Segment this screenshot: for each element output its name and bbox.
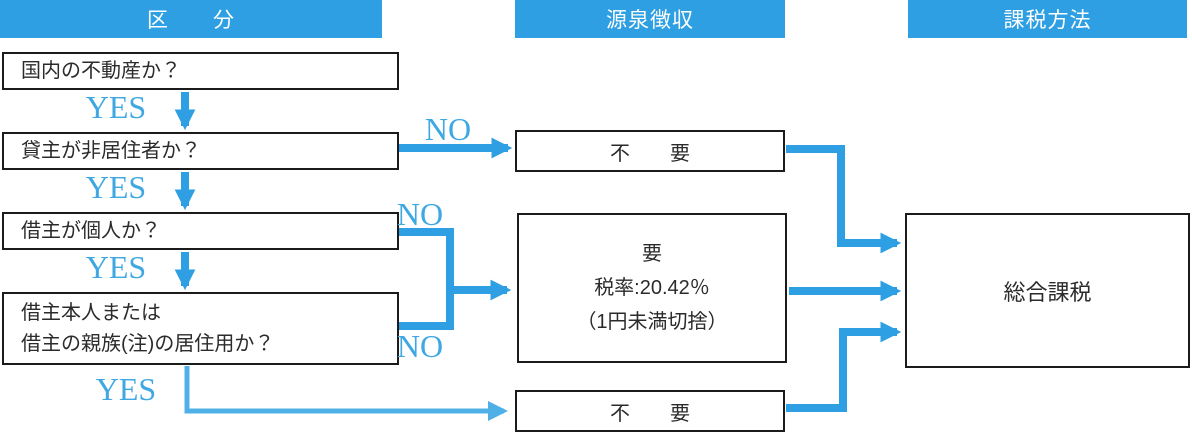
result-box-not-required-top: 不 要 bbox=[515, 130, 785, 172]
column-header-category-label: 区 分 bbox=[147, 9, 235, 32]
question-text: 借主が個人か？ bbox=[21, 219, 161, 242]
result-box-withholding-required: 要 税率:20.42％ （1円未満切捨） bbox=[517, 213, 787, 363]
column-header-withholding: 源泉徴収 bbox=[515, 0, 785, 38]
no-label-residential: NO bbox=[396, 328, 444, 364]
no-label-lessee: NO bbox=[396, 196, 444, 232]
arrow-yes-residential-to-not-required bbox=[184, 366, 508, 421]
result-box-comprehensive-taxation: 総合課税 bbox=[905, 213, 1190, 368]
question-text-line2: 借主の親族(注)の居住用か？ bbox=[21, 332, 275, 355]
question-text: 国内の不動産か？ bbox=[21, 59, 181, 82]
yes-label-lessor: YES bbox=[85, 169, 147, 205]
column-header-withholding-label: 源泉徴収 bbox=[606, 9, 694, 32]
result-text-line3: （1円未満切捨） bbox=[576, 311, 728, 333]
question-box-lessee-individual: 借主が個人か？ bbox=[2, 212, 399, 250]
column-header-taxation-method-label: 課税方法 bbox=[1003, 9, 1092, 32]
yes-label-residential: YES bbox=[95, 371, 157, 407]
result-text-line2: 税率:20.42％ bbox=[594, 277, 710, 299]
result-text: 総合課税 bbox=[1003, 279, 1092, 305]
arrow-not-required-bottom-to-taxation bbox=[786, 321, 902, 412]
result-text: 不 要 bbox=[610, 402, 690, 425]
result-text-line1: 要 bbox=[642, 243, 662, 265]
result-box-not-required-bottom: 不 要 bbox=[515, 390, 785, 432]
yes-label-domestic: YES bbox=[85, 89, 147, 125]
question-box-lessor-nonresident: 貸主が非居住者か？ bbox=[2, 132, 399, 170]
no-label-lessor: NO bbox=[424, 111, 472, 147]
question-text: 貸主が非居住者か？ bbox=[21, 139, 201, 162]
question-box-domestic-real-estate: 国内の不動産か？ bbox=[2, 52, 399, 90]
column-header-taxation-method: 課税方法 bbox=[908, 0, 1187, 38]
column-header-category: 区 分 bbox=[0, 0, 382, 38]
result-text: 不 要 bbox=[610, 142, 690, 165]
yes-label-lessee: YES bbox=[85, 249, 147, 285]
arrow-not-required-top-to-taxation bbox=[786, 145, 902, 254]
question-text-line1: 借主本人または bbox=[21, 301, 161, 324]
question-box-residential-use: 借主本人または 借主の親族(注)の居住用か？ bbox=[2, 292, 399, 365]
